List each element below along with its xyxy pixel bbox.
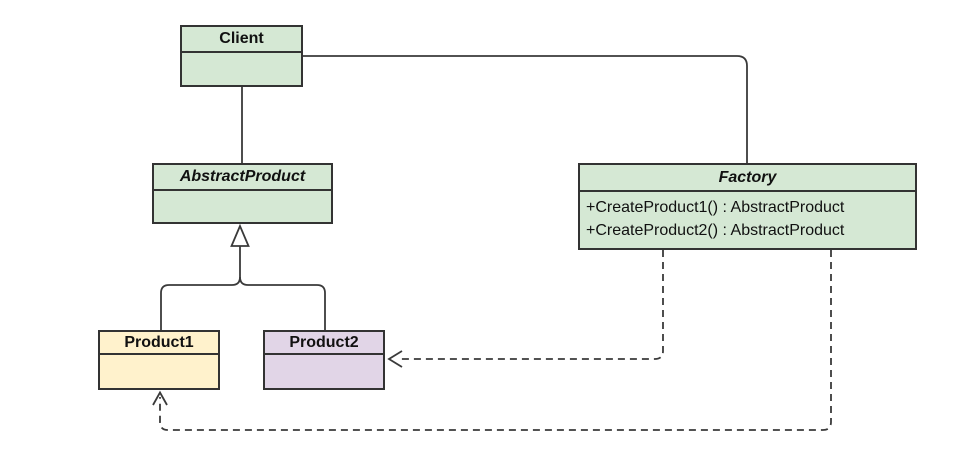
class-box-product2: Product2: [263, 330, 385, 390]
factory-product2-dependency-line: [400, 250, 664, 360]
generalization-triangle-icon: [230, 223, 250, 247]
class-box-product1: Product1: [98, 330, 220, 390]
class-body-product1: [100, 355, 218, 388]
class-title-client: Client: [182, 27, 301, 53]
class-box-abstractproduct: AbstractProduct: [152, 163, 333, 224]
product1-generalization-line: [160, 246, 241, 330]
product2-generalization-line: [239, 276, 326, 330]
factory-product1-open-arrowhead-icon: [152, 390, 168, 406]
factory-method-createproduct2: +CreateProduct2() : AbstractProduct: [586, 222, 845, 239]
class-title-abstractproduct: AbstractProduct: [154, 165, 331, 191]
class-body-product2: [265, 355, 383, 388]
class-box-factory: Factory +CreateProduct1() : AbstractProd…: [578, 163, 917, 250]
class-title-factory: Factory: [580, 165, 915, 192]
factory-product2-open-arrowhead-icon: [387, 350, 403, 368]
factory-method-createproduct1: +CreateProduct1() : AbstractProduct: [586, 199, 845, 216]
class-title-product1: Product1: [100, 332, 218, 355]
class-body-client: [182, 53, 301, 85]
class-box-client: Client: [180, 25, 303, 87]
class-body-factory: +CreateProduct1() : AbstractProduct +Cre…: [580, 192, 915, 248]
class-body-abstractproduct: [154, 191, 331, 222]
factory-product1-dependency-line: [159, 250, 832, 431]
client-factory-association-line: [303, 55, 748, 163]
class-title-product2: Product2: [265, 332, 383, 355]
